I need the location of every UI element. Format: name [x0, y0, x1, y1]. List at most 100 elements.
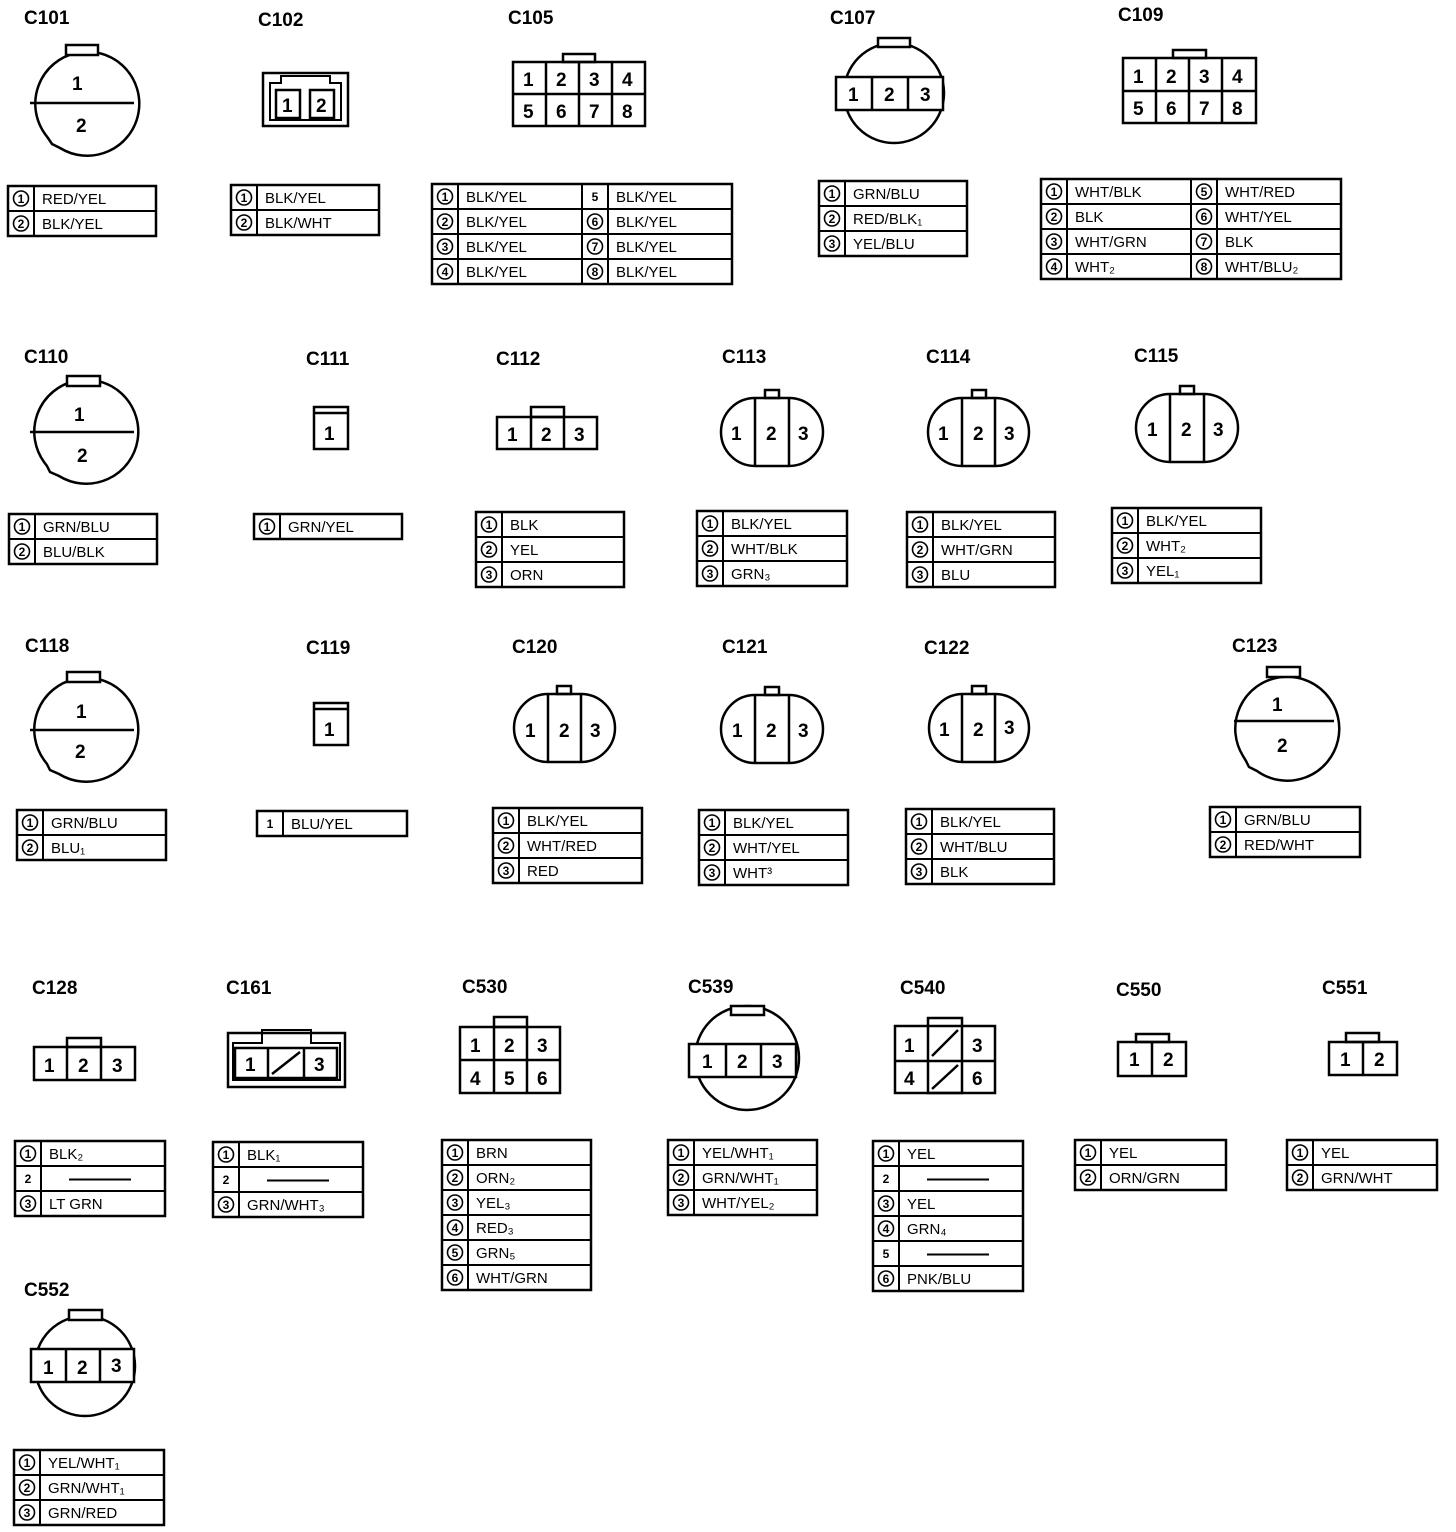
pin-label: 1 — [470, 1036, 481, 1057]
wire-color-label: BLK/YEL — [1146, 513, 1207, 530]
pin-label: 2 — [973, 424, 984, 445]
pin-label: 6 — [1166, 99, 1177, 120]
pin-label: 2 — [1181, 420, 1192, 441]
wire-color-label: BLK/YEL — [466, 214, 527, 231]
pin-number: 6 — [452, 1271, 459, 1285]
pin-label: 1 — [525, 721, 536, 742]
pin-circle — [701, 565, 719, 582]
pin-number: 1 — [1220, 813, 1227, 827]
pin-label: 2 — [884, 85, 895, 106]
pin-label: 1 — [74, 405, 85, 426]
connector-c539: C539 1 2 3 — [687, 977, 801, 1112]
pin-label: 5 — [504, 1069, 515, 1090]
wire-color-label: ORN₂ — [476, 1170, 515, 1187]
connector-c540: C540 1 3 4 6 — [893, 978, 997, 1095]
pin-label: 1 — [324, 424, 335, 445]
pin-number: 1 — [1085, 1146, 1092, 1160]
table-border — [255, 809, 409, 838]
connector-face: 1 3 4 6 — [893, 1016, 997, 1095]
pin-label: 1 — [523, 70, 534, 91]
pin-circle — [910, 813, 928, 830]
table-row: 2 — [223, 1173, 329, 1187]
pin-label: 1 — [939, 720, 950, 741]
wire-color-label: BRN — [476, 1145, 508, 1162]
pin-label: 2 — [737, 1052, 748, 1073]
connector-c101: C101 1 2 — [24, 8, 141, 157]
pin-circle — [217, 1146, 235, 1163]
pin-number: 1 — [442, 190, 449, 204]
pin-label: 3 — [972, 1036, 983, 1057]
wire-color-label: WHT/YEL — [733, 840, 800, 857]
connector-face: 1 2 3 — [927, 684, 1031, 764]
pin-number: 5 — [452, 1246, 459, 1260]
pin-circle — [446, 1269, 464, 1286]
pin-number: 2 — [18, 217, 25, 231]
pin-number: 1 — [241, 191, 248, 205]
pin-number: 2 — [24, 1481, 31, 1495]
wire-color-label: YEL — [1321, 1145, 1349, 1162]
pin-circle — [823, 210, 841, 227]
pin-number: 2 — [1220, 838, 1227, 852]
pin-label: 2 — [556, 70, 567, 91]
connector-face: 1 2 3 4 5 6 7 8 — [1121, 48, 1258, 125]
wire-color-label: WHT/RED — [527, 838, 597, 855]
wire-color-label: YEL₃ — [476, 1195, 510, 1212]
connector-face: 1 2 — [30, 43, 141, 157]
table-border — [252, 512, 404, 541]
wire-color-label: GRN₄ — [907, 1221, 946, 1238]
pin-label: 1 — [848, 85, 859, 106]
connector-c111: C111 1 — [306, 349, 350, 451]
pin-label: 1 — [1340, 1050, 1351, 1071]
pin-number: 1 — [917, 518, 924, 532]
table-row: 5 — [883, 1247, 989, 1261]
pin-label: 2 — [77, 1358, 88, 1379]
connector-face: 1 2 3 — [719, 388, 825, 468]
pin-label: 1 — [702, 1052, 713, 1073]
connector-c118: C118 1 2 — [25, 636, 140, 783]
pin-number: 3 — [917, 568, 924, 582]
connector-title: C118 — [25, 636, 69, 657]
table-border — [211, 1140, 365, 1219]
pin-number: 1 — [18, 192, 25, 206]
pin-number: 1 — [24, 1456, 31, 1470]
pin-label: 2 — [766, 424, 777, 445]
pin-circle — [235, 214, 253, 231]
connector-face: 1 2 — [30, 374, 140, 485]
pin-number: 7 — [1201, 235, 1208, 249]
wire-color-label: BLU/YEL — [291, 816, 353, 833]
connector-c114: C114 1 2 3 — [926, 347, 1031, 468]
connector-title: C539 — [688, 977, 733, 998]
wire-color-label: WHT/GRN — [476, 1270, 548, 1287]
pin-label: 2 — [1277, 736, 1288, 757]
connector-c120: C120 1 2 3 — [512, 637, 617, 764]
pin-circle — [480, 566, 498, 583]
pin-circle — [446, 1194, 464, 1211]
pin-number: 3 — [24, 1506, 31, 1520]
connector-title: C110 — [24, 347, 68, 368]
pin-circle — [877, 1145, 895, 1162]
connector-title: C161 — [226, 978, 272, 999]
connector-c122: C122 1 2 3 — [924, 638, 1031, 764]
connector-title: C112 — [496, 349, 540, 370]
pin-circle — [18, 1454, 36, 1471]
pin-number: 2 — [1051, 210, 1058, 224]
wire-color-label: BLU₁ — [51, 840, 85, 857]
